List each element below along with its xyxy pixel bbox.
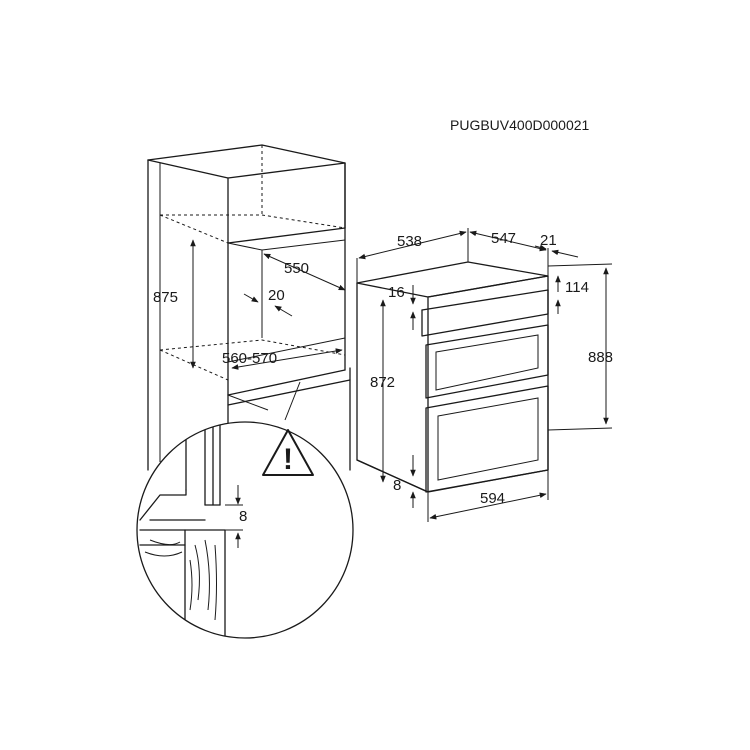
oven-dimensions: 538 547 21 16 114 872 888 8 594 (356, 228, 613, 522)
dim-front-thickness: 21 (540, 232, 557, 249)
detail-circle: 8 (136, 421, 354, 639)
dim-niche-width: 560-570 (222, 350, 277, 367)
dim-niche-height: 875 (153, 289, 178, 306)
svg-text:!: ! (283, 443, 293, 476)
dim-panel-step: 16 (388, 284, 405, 301)
dim-body-height: 872 (370, 374, 395, 391)
dim-body-depth: 547 (491, 230, 516, 247)
dim-front-width: 594 (480, 490, 505, 507)
cabinet-drawing (147, 144, 351, 471)
dim-oven-depth: 538 (397, 233, 422, 250)
warning-icon: ! (262, 429, 314, 476)
dim-back-gap: 20 (268, 287, 285, 304)
document-code: PUGBUV400D000021 (450, 117, 590, 133)
dim-panel-height: 114 (565, 279, 589, 296)
cabinet-dimensions: 875 550 20 560-570 (153, 239, 346, 370)
dim-bottom-gap: 8 (393, 477, 401, 494)
dim-niche-depth: 550 (284, 260, 309, 277)
dim-total-height: 888 (588, 349, 613, 366)
dim-detail-gap: 8 (239, 508, 247, 525)
